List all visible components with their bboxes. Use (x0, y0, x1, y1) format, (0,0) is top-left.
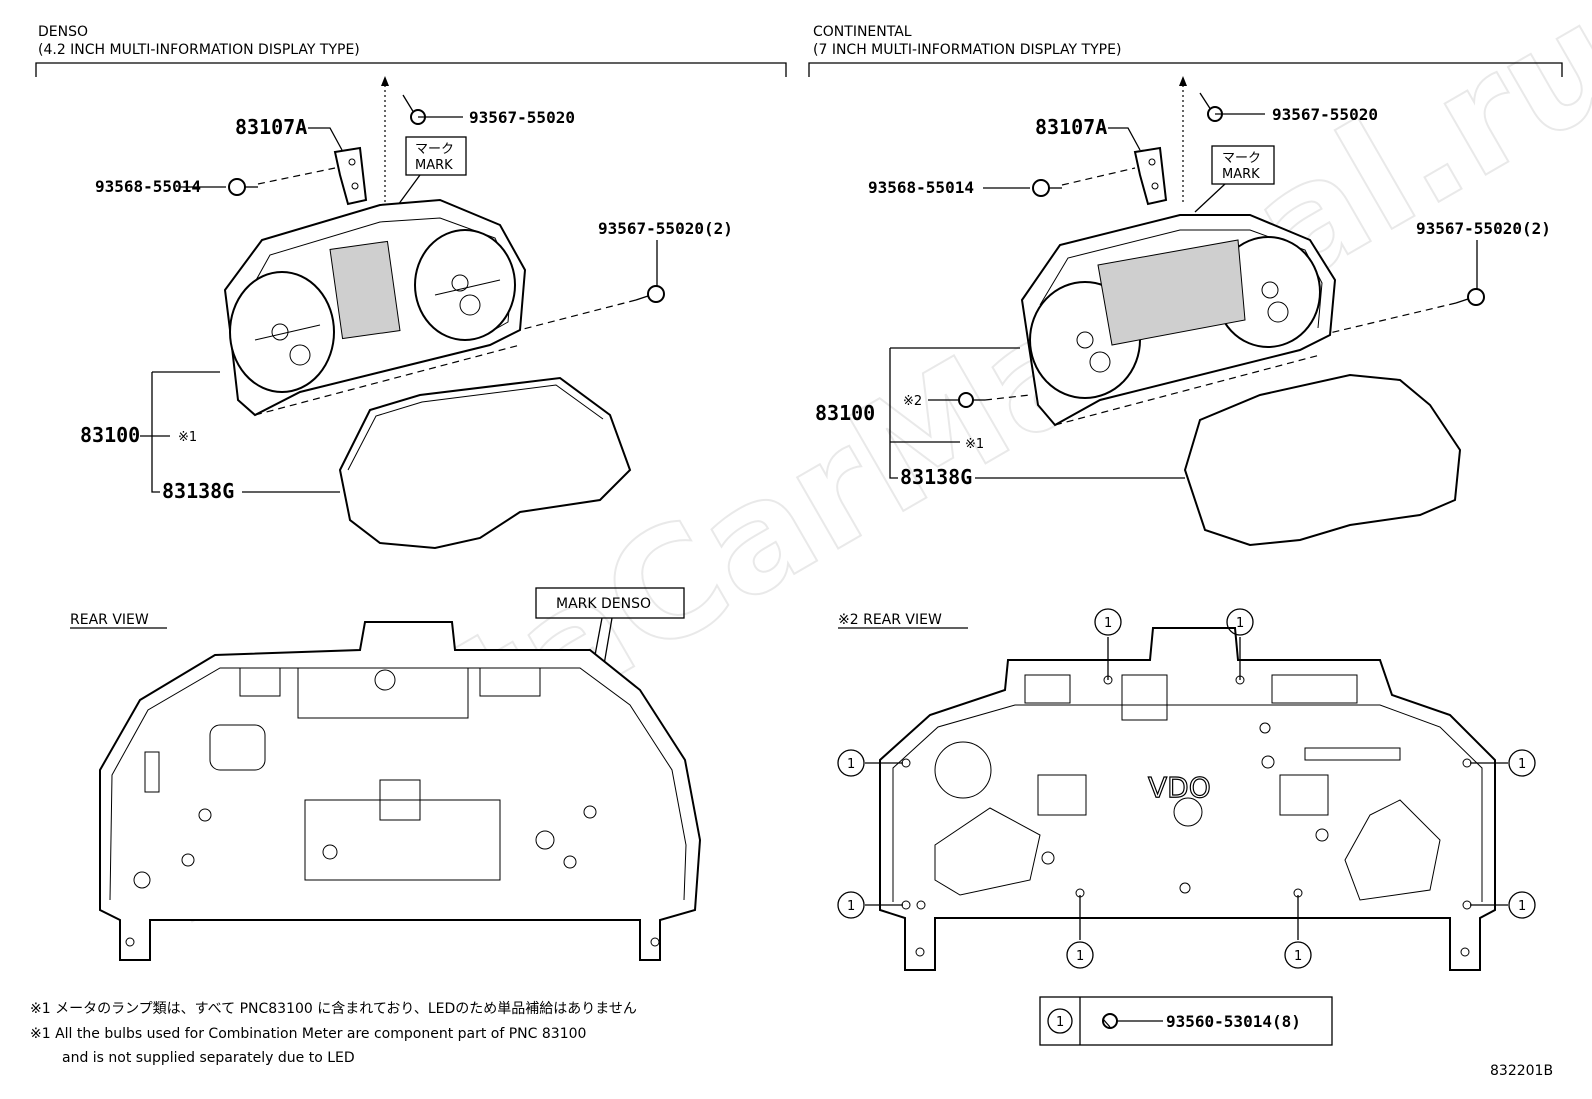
denso-screw-left-label: 93568-55014 (95, 177, 201, 196)
continental-screw-left-label: 93568-55014 (868, 178, 974, 197)
continental-screw-top-label: 93567-55020 (1272, 105, 1378, 124)
note-jp: ※1 メータのランプ類は、すべて PNC83100 に含まれており、LEDのため… (30, 1001, 637, 1017)
denso-rear-body (99, 621, 702, 961)
callout-1-low-right: 1 (1508, 891, 1536, 919)
continental-glass-label: 83138G (900, 465, 972, 489)
continental-vdo-brand: VDO (1148, 771, 1211, 804)
continental-subtitle: (7 INCH MULTI-INFORMATION DISPLAY TYPE) (813, 42, 1121, 58)
callout-1-low-left: 1 (837, 891, 865, 919)
svg-text:MARK: MARK (415, 158, 453, 173)
continental-screw-top (1199, 92, 1265, 122)
note-en-line1: ※1 All the bulbs used for Combination Me… (30, 1026, 586, 1042)
denso-rear-view-label: REAR VIEW (70, 612, 149, 628)
denso-glass-label: 83138G (162, 479, 234, 503)
svg-text:1: 1 (1294, 949, 1302, 964)
svg-text:MARK DENSO: MARK DENSO (556, 596, 651, 612)
continental-bracket-part (1133, 146, 1168, 206)
legend-number: 1 (1056, 1015, 1064, 1030)
svg-text:1: 1 (1076, 949, 1084, 964)
callout-1-bottom-right: 1 (1284, 941, 1312, 969)
denso-meter-assembly (223, 198, 527, 417)
svg-text:MARK: MARK (1222, 167, 1260, 182)
continental-screw-left (1032, 179, 1062, 197)
callout-1-bottom-left: 1 (1066, 941, 1094, 969)
legend-part-number: 93560-53014(8) (1166, 1012, 1301, 1031)
denso-screw-right (635, 285, 665, 303)
legend-screw-icon (1102, 1013, 1163, 1029)
continental-rear-body: VDO (879, 627, 1496, 971)
denso-section: DENSO (4.2 INCH MULTI-INFORMATION DISPLA… (30, 24, 787, 1066)
continental-title: CONTINENTAL (813, 24, 912, 40)
denso-subtitle: (4.2 INCH MULTI-INFORMATION DISPLAY TYPE… (38, 42, 360, 58)
continental-meter-bracket (889, 347, 1020, 479)
callout-1-mid-left: 1 (837, 749, 865, 777)
continental-note-ref1: ※1 (965, 437, 984, 452)
continental-section: CONTINENTAL (7 INCH MULTI-INFORMATION DI… (808, 24, 1563, 1046)
svg-text:1: 1 (1104, 616, 1112, 631)
continental-screw2-dash (984, 394, 1031, 401)
denso-screw-top-label: 93567-55020 (469, 108, 575, 127)
svg-text:1: 1 (1518, 757, 1526, 772)
denso-meter-bracket (151, 371, 220, 493)
continental-rear-view-label: ※2 REAR VIEW (838, 612, 942, 628)
continental-legend-box: 1 93560-53014(8) (1039, 996, 1333, 1046)
denso-bracket-line (35, 62, 787, 77)
continental-mark-box: マーク MARK (1194, 145, 1275, 213)
figure-id: 832201B (1490, 1063, 1553, 1079)
denso-bracket-label: 83107A (235, 115, 307, 139)
denso-glass-part (338, 376, 632, 550)
denso-meter-label: 83100 (80, 423, 140, 447)
denso-title: DENSO (38, 24, 88, 40)
svg-text:1: 1 (847, 899, 855, 914)
denso-lower-dash (254, 344, 521, 416)
denso-axis-arrow (381, 76, 389, 86)
continental-bracket-line (808, 62, 1563, 77)
svg-text:1: 1 (847, 757, 855, 772)
continental-bracket-leader (1108, 127, 1141, 151)
continental-screw-right (1455, 288, 1485, 306)
denso-bracket-part (333, 146, 368, 206)
continental-screw-right-label: 93567-55020(2) (1416, 219, 1551, 238)
svg-text:マーク: マーク (1222, 151, 1261, 166)
denso-bracket-leader (308, 127, 343, 151)
continental-screw-left-dash (1061, 167, 1136, 186)
denso-screw-right-label: 93567-55020(2) (598, 219, 733, 238)
denso-mark-box: マーク MARK (397, 136, 467, 206)
continental-callouts: 1 1 1 1 1 1 1 1 (837, 608, 1536, 969)
continental-note-ref2: ※2 (903, 394, 922, 409)
continental-meter-label: 83100 (815, 401, 875, 425)
svg-text:1: 1 (1236, 616, 1244, 631)
continental-lower-dash (1054, 354, 1321, 426)
callout-1-top-right: 1 (1226, 608, 1254, 636)
continental-glass-part (1183, 373, 1462, 547)
svg-text:1: 1 (1518, 899, 1526, 914)
callout-1-top-left: 1 (1094, 608, 1122, 636)
denso-screw-left (228, 178, 258, 196)
denso-screw-top (402, 94, 463, 125)
continental-axis-arrow (1179, 76, 1187, 86)
denso-note-ref: ※1 (178, 430, 197, 445)
continental-bracket-label: 83107A (1035, 115, 1107, 139)
continental-screw-2 (958, 392, 985, 408)
svg-text:マーク: マーク (415, 142, 454, 157)
callout-1-mid-right: 1 (1508, 749, 1536, 777)
continental-meter-assembly (1020, 214, 1337, 427)
note-en-line2: and is not supplied separately due to LE… (62, 1050, 355, 1066)
denso-screw-left-dash (257, 167, 336, 185)
